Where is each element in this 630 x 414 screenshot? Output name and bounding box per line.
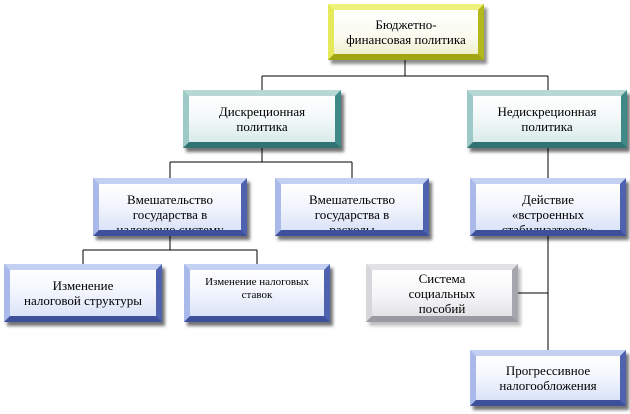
tax-structure-line1: Изменение xyxy=(52,278,114,293)
intervention2-line3: расходы xyxy=(329,222,375,236)
progressive-tax-line2: налогообложения xyxy=(499,378,597,393)
progressive-tax-line1: Прогрессивное xyxy=(505,363,591,378)
non-discretionary-line1: Недискреционная xyxy=(497,104,597,119)
intervention2-line1: Вмешательство xyxy=(309,192,395,207)
node-tax-rates-change: Изменение налоговых ставок xyxy=(184,264,330,322)
tax-rates-line1: Изменение налоговых xyxy=(205,276,309,288)
stabilizers-line3: стабилизаторов» xyxy=(501,222,595,236)
discretionary-line2: политика xyxy=(236,119,288,134)
social-benefits-line1: Система xyxy=(418,270,466,286)
node-non-discretionary-policy: Недискреционная политика xyxy=(467,90,627,148)
node-intervention-tax-system: Вмешательство государства в налоговую си… xyxy=(93,178,247,236)
stabilizers-line2: «встроенных xyxy=(511,207,585,222)
root-node-budget-fiscal-policy: Бюджетно- финансовая политика xyxy=(328,4,484,60)
root-node-line2: финансовая политика xyxy=(346,32,466,47)
node-social-benefits-system: Система социальных пособий xyxy=(366,264,518,322)
tax-rates-line2: ставок xyxy=(241,289,273,301)
node-tax-structure-change: Изменение налоговой структуры xyxy=(4,264,162,322)
intervention1-line1: Вмешательство xyxy=(127,192,213,207)
node-progressive-taxation: Прогрессивное налогообложения xyxy=(470,350,626,406)
stabilizers-line1: Действие xyxy=(521,192,575,207)
intervention2-line2: государства в xyxy=(314,207,390,222)
node-built-in-stabilizers: Действие «встроенных стабилизаторов» xyxy=(470,178,626,236)
discretionary-line1: Дискреционная xyxy=(218,104,306,119)
intervention1-line3: налоговую систему xyxy=(116,222,224,236)
node-discretionary-policy: Дискреционная политика xyxy=(183,90,341,148)
node-intervention-expenditures: Вмешательство государства в расходы xyxy=(275,178,429,236)
root-node-line1: Бюджетно- xyxy=(375,17,437,32)
tax-structure-line2: налоговой структуры xyxy=(24,293,142,308)
social-benefits-line2: социальных пособий xyxy=(408,285,476,316)
intervention1-line2: государства в xyxy=(132,207,208,222)
non-discretionary-line2: политика xyxy=(521,119,573,134)
